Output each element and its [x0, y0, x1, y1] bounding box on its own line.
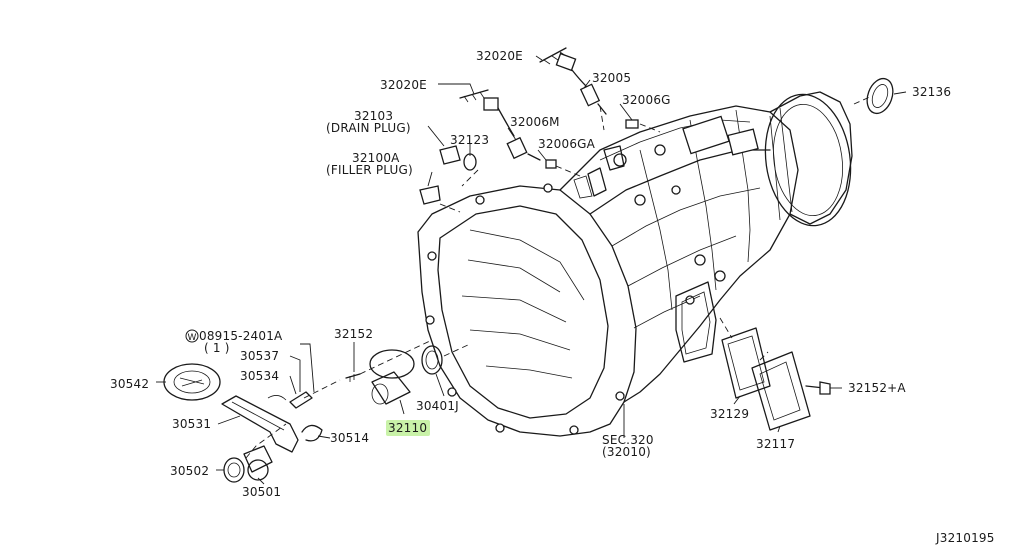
label-30542[interactable]: 30542: [110, 377, 149, 391]
washer-symbol-icon: W: [185, 329, 199, 343]
label-30531[interactable]: 30531: [172, 417, 211, 431]
label-32117[interactable]: 32117: [756, 437, 795, 451]
label-30534[interactable]: 30534: [240, 369, 279, 383]
label-drain-plug: (DRAIN PLUG): [326, 121, 411, 135]
label-32020e-top[interactable]: 32020E: [476, 49, 523, 63]
label-32136[interactable]: 32136: [912, 85, 951, 99]
washer-symbol-letter: W: [188, 333, 197, 343]
leader-lines: [156, 55, 907, 485]
label-32020e-mid[interactable]: 32020E: [380, 78, 427, 92]
label-32100a[interactable]: 32100A: [352, 151, 400, 165]
label-30537[interactable]: 30537: [240, 349, 279, 363]
label-30401j[interactable]: 30401J: [416, 399, 459, 413]
label-32123[interactable]: 32123: [450, 133, 489, 147]
label-30501[interactable]: 30501: [242, 485, 281, 499]
label-32006g[interactable]: 32006G: [622, 93, 671, 107]
label-32006ga[interactable]: 32006GA: [538, 137, 596, 151]
label-sec-320[interactable]: SEC.320: [602, 433, 654, 447]
label-32110[interactable]: 32110: [388, 421, 427, 435]
label-32129[interactable]: 32129: [710, 407, 749, 421]
label-filler-plug: (FILLER PLUG): [326, 163, 413, 177]
small-parts: [163, 47, 894, 483]
part-labels: 32020E 32005 32020E 32006G 32136 32103 (…: [110, 49, 995, 545]
assembly-lines: [245, 95, 873, 459]
label-32152a[interactable]: 32152+A: [848, 381, 906, 395]
label-30502[interactable]: 30502: [170, 464, 209, 478]
label-32010: (32010): [602, 445, 651, 459]
label-32005[interactable]: 32005: [592, 71, 631, 85]
label-08915-qty: ( 1 ): [204, 341, 230, 355]
diagram-id: J3210195: [935, 531, 995, 545]
transmission-housing: [417, 91, 853, 437]
label-32152-top[interactable]: 32152: [334, 327, 373, 341]
label-30514[interactable]: 30514: [330, 431, 369, 445]
part-highlight: [386, 420, 430, 436]
label-08915-2401a[interactable]: 08915-2401A: [199, 329, 283, 343]
label-32006m[interactable]: 32006M: [510, 115, 560, 129]
label-32103[interactable]: 32103: [354, 109, 393, 123]
